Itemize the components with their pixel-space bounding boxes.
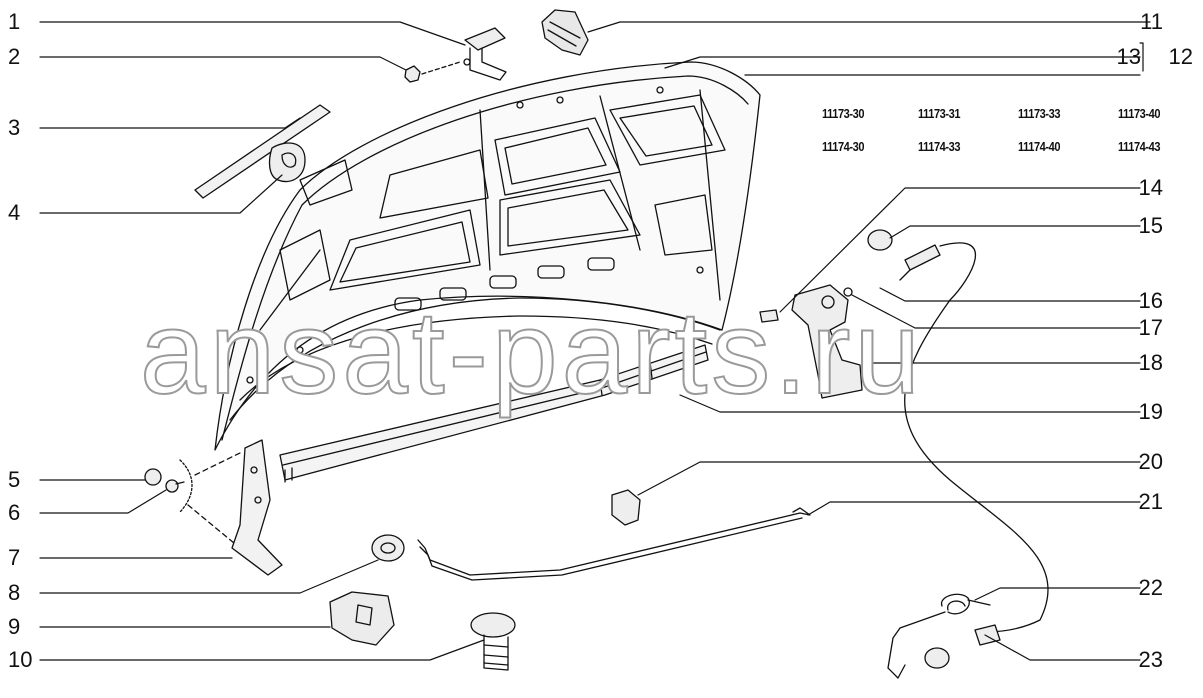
grommet-icon xyxy=(371,534,405,562)
callout-5: 5 xyxy=(8,467,21,492)
latch-icon xyxy=(759,229,893,399)
callout-14: 14 xyxy=(1138,175,1163,200)
clip-icon xyxy=(194,104,331,199)
callout-7: 7 xyxy=(8,545,21,570)
callout-11: 11 xyxy=(1140,9,1163,34)
callout-3: 3 xyxy=(8,115,21,140)
model-code: 11174-30 xyxy=(822,139,865,154)
callout-20: 20 xyxy=(1138,449,1163,474)
callout-1: 1 xyxy=(8,9,21,34)
model-code: 11173-30 xyxy=(822,106,865,121)
screw-icon xyxy=(144,451,243,549)
callout-13: 13 xyxy=(1116,44,1141,69)
callout-15: 15 xyxy=(1138,213,1163,238)
nut-icon xyxy=(404,61,461,83)
cable-icon xyxy=(887,242,1049,679)
callout-22: 22 xyxy=(1138,575,1163,600)
callout-23: 23 xyxy=(1138,647,1163,672)
callout-4: 4 xyxy=(8,200,21,225)
callout-8: 8 xyxy=(8,580,21,605)
callout-9: 9 xyxy=(8,614,21,639)
model-code: 11174-33 xyxy=(918,139,961,154)
callout-2: 2 xyxy=(8,44,21,69)
seal-strip-icon xyxy=(279,344,709,483)
leader-lines xyxy=(39,21,1151,661)
callout-16: 16 xyxy=(1138,288,1163,313)
hinge-icon xyxy=(231,439,283,576)
callout-19: 19 xyxy=(1138,399,1163,424)
model-code: 11174-40 xyxy=(1018,139,1061,154)
striker-icon xyxy=(463,27,507,81)
rod-clip-icon xyxy=(611,489,641,526)
callout-17: 17 xyxy=(1138,315,1163,340)
bumper-icon xyxy=(541,9,589,56)
model-code: 11173-40 xyxy=(1118,106,1161,121)
callout-12: 12 xyxy=(1168,44,1193,69)
rubber-stop-icon xyxy=(329,591,395,646)
model-code: 11173-31 xyxy=(918,106,961,121)
hood-panel-icon xyxy=(214,61,761,451)
callout-6: 6 xyxy=(8,500,21,525)
callout-21: 21 xyxy=(1138,489,1163,514)
model-code: 11174-43 xyxy=(1118,139,1161,154)
bushing-icon xyxy=(470,612,516,671)
callout-10: 10 xyxy=(8,647,33,672)
model-code: 11173-33 xyxy=(1018,106,1061,121)
callout-18: 18 xyxy=(1138,350,1163,375)
rod-icon xyxy=(417,507,811,581)
